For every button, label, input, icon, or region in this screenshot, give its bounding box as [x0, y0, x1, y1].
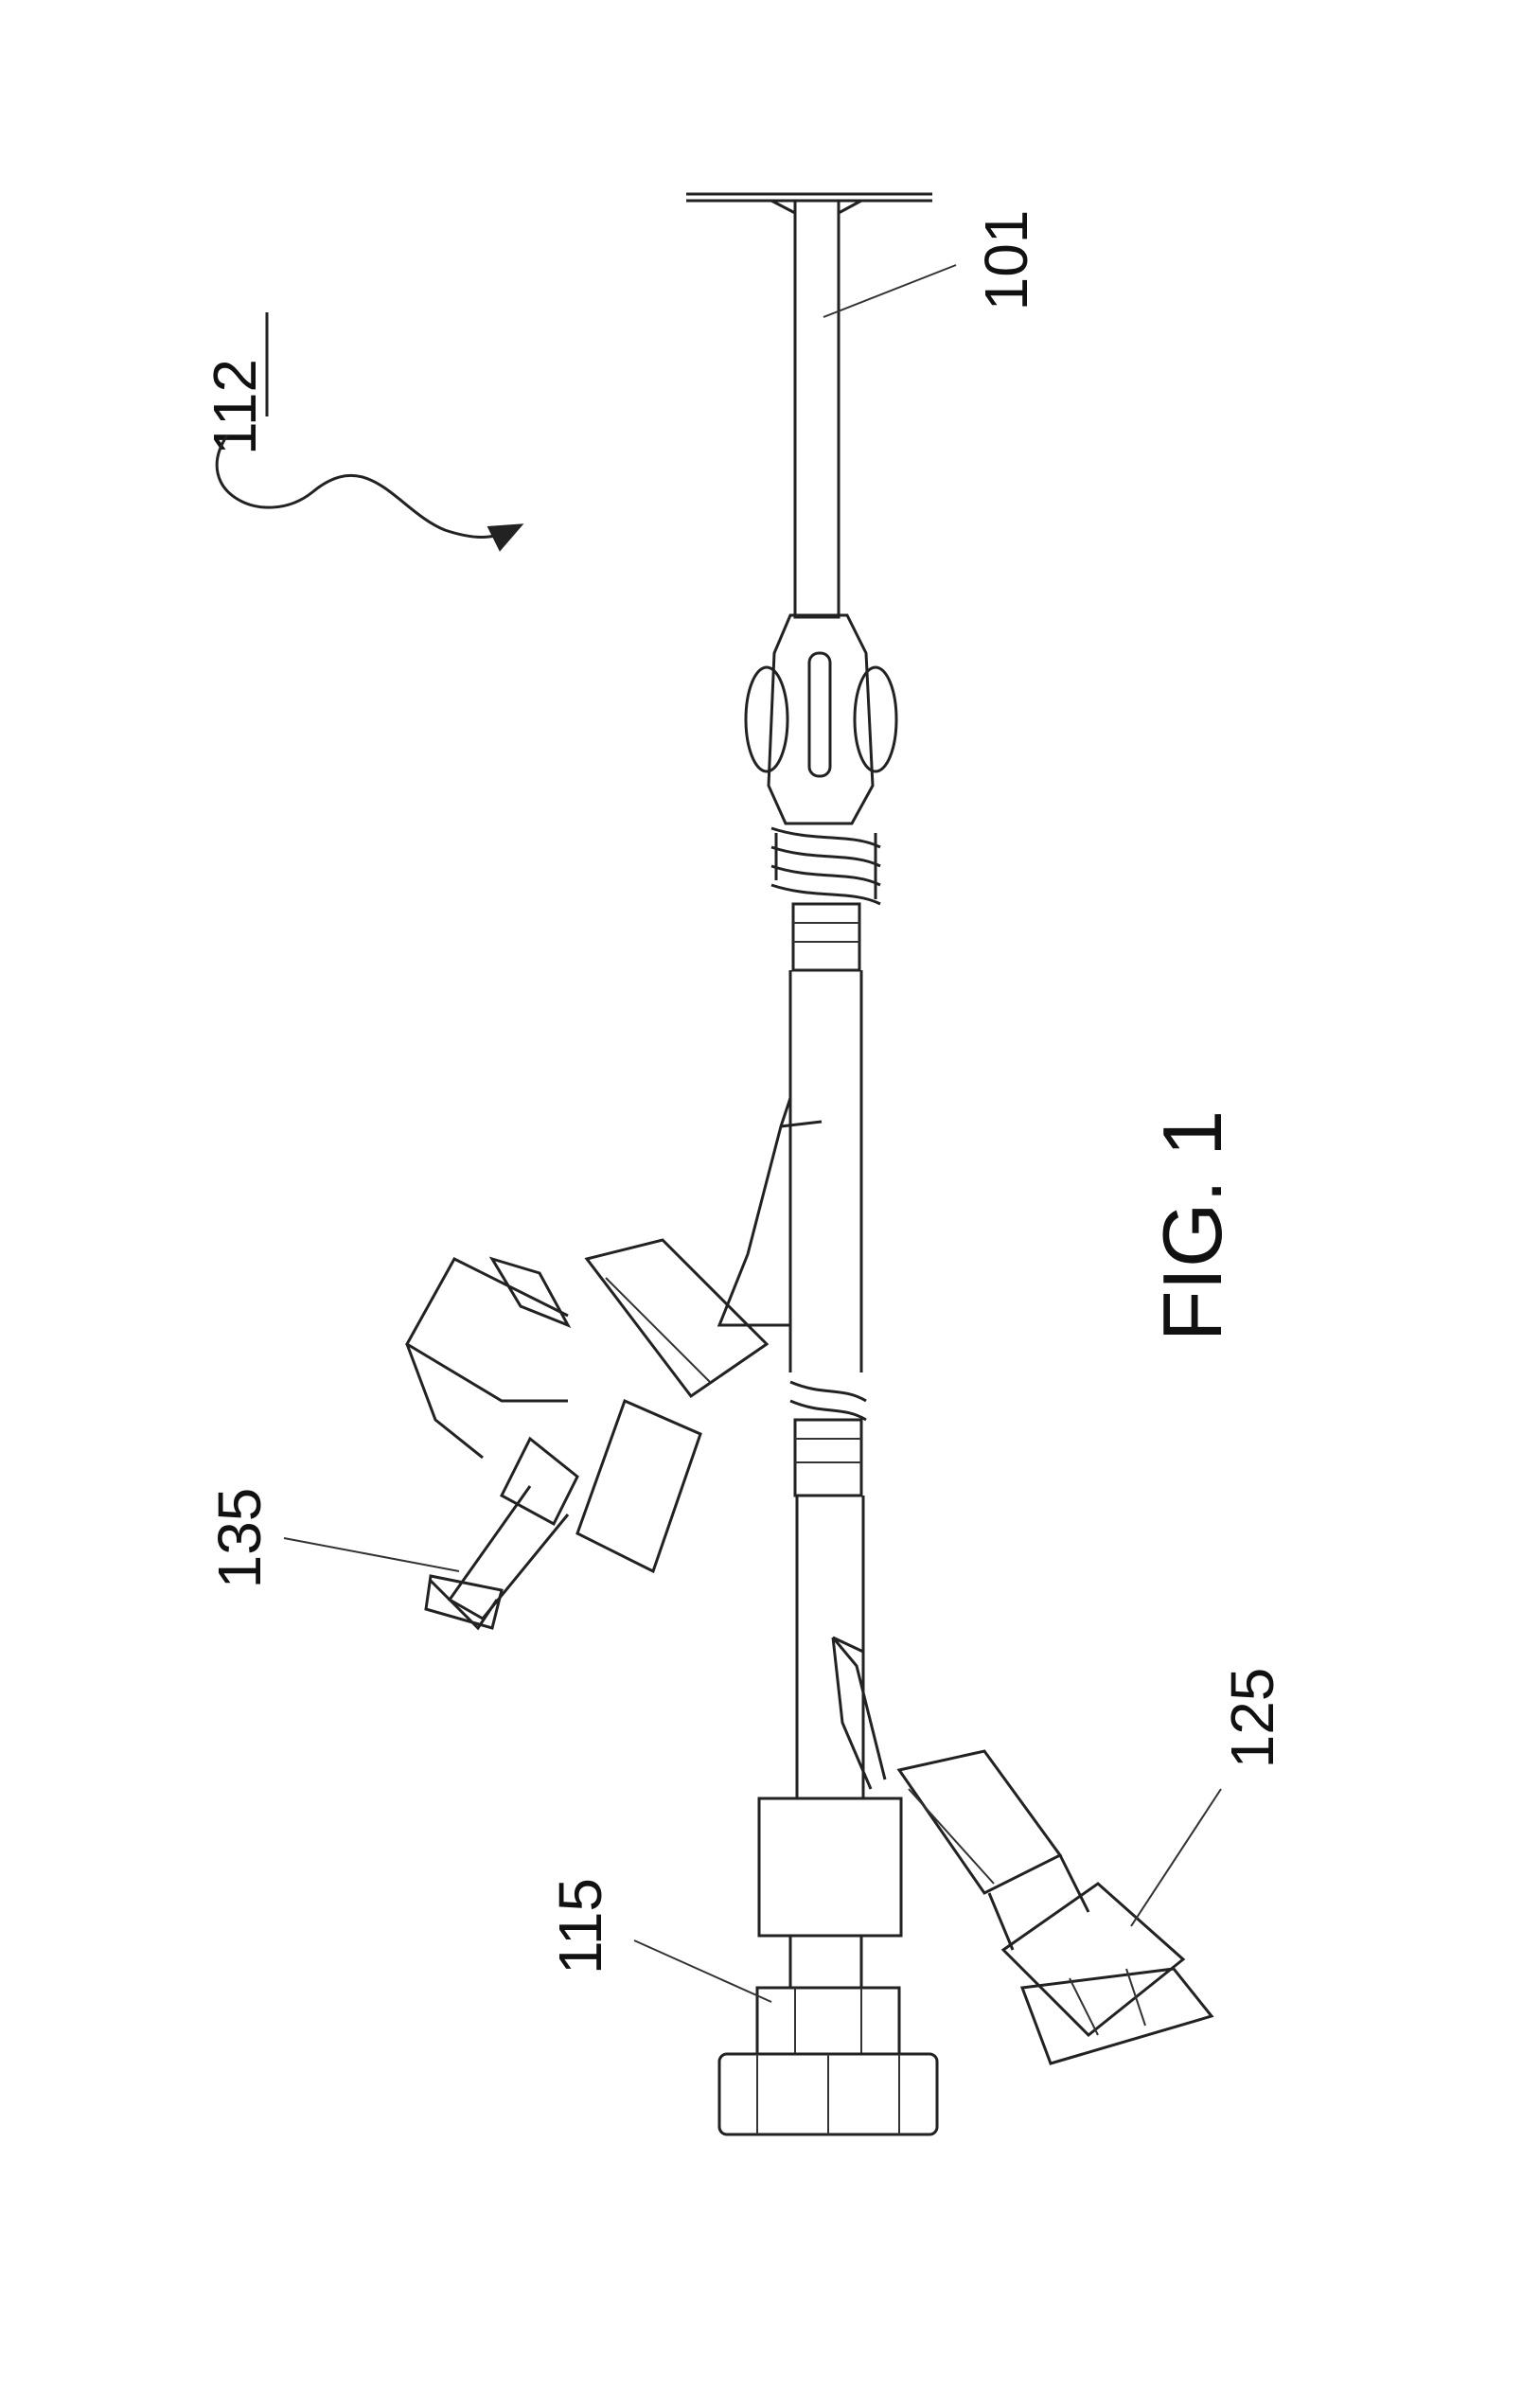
sheath-tube — [686, 194, 932, 617]
lower-side-port — [833, 1638, 1212, 2063]
stopcock-valve — [407, 1259, 700, 1628]
upper-side-port — [587, 1098, 822, 1396]
hub-collar — [759, 1798, 901, 1988]
label-115: 115 — [546, 1878, 614, 1974]
threaded-connector — [746, 615, 896, 970]
label-125: 125 — [1218, 1668, 1286, 1769]
hub-end-cap — [719, 1988, 937, 2134]
label-135: 135 — [205, 1488, 274, 1589]
main-body — [790, 970, 866, 1798]
leader-lines — [284, 265, 1221, 2002]
figure-caption: FIG. 1 — [1145, 1110, 1239, 1342]
assembly-reference: 112 — [201, 312, 511, 538]
assembly-ref-label: 112 — [201, 359, 269, 455]
label-101: 101 — [972, 210, 1040, 311]
